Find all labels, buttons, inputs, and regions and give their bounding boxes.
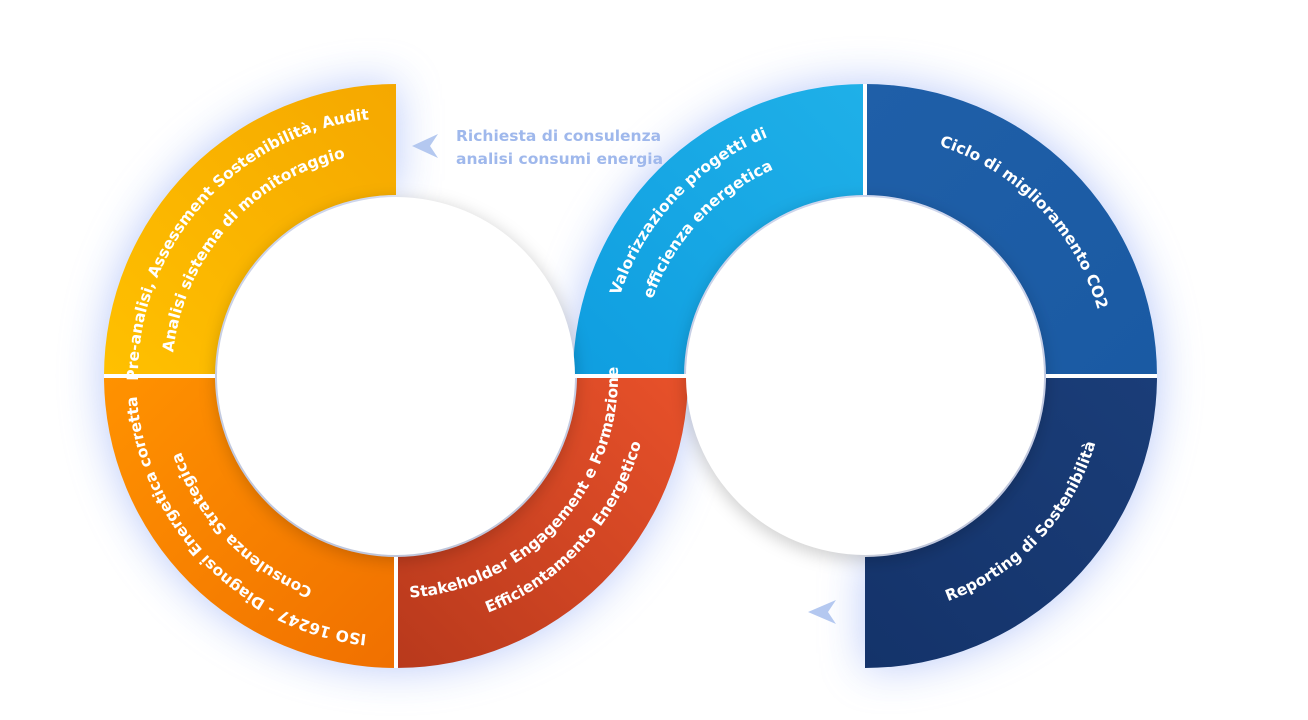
request-note: Richiesta di consulenza analisi consumi … bbox=[412, 127, 663, 168]
segment-valorizzazione bbox=[573, 84, 865, 376]
segment-reporting bbox=[865, 376, 1157, 668]
segment-ciclo bbox=[865, 84, 1157, 376]
arrow-left-icon bbox=[412, 134, 438, 158]
segment-stakeholder bbox=[396, 376, 688, 668]
note-line-2: analisi consumi energia bbox=[456, 150, 663, 168]
arrow-left-icon bbox=[808, 600, 836, 624]
segment-iso bbox=[104, 376, 396, 668]
segment-dividers bbox=[104, 84, 1157, 668]
inner-discs bbox=[215, 197, 1046, 561]
note-line-1: Richiesta di consulenza bbox=[456, 127, 661, 145]
inner-disc-right bbox=[686, 197, 1044, 555]
ring-segments bbox=[104, 84, 1157, 668]
segment-audit bbox=[104, 84, 396, 376]
inner-disc-left bbox=[217, 197, 575, 555]
